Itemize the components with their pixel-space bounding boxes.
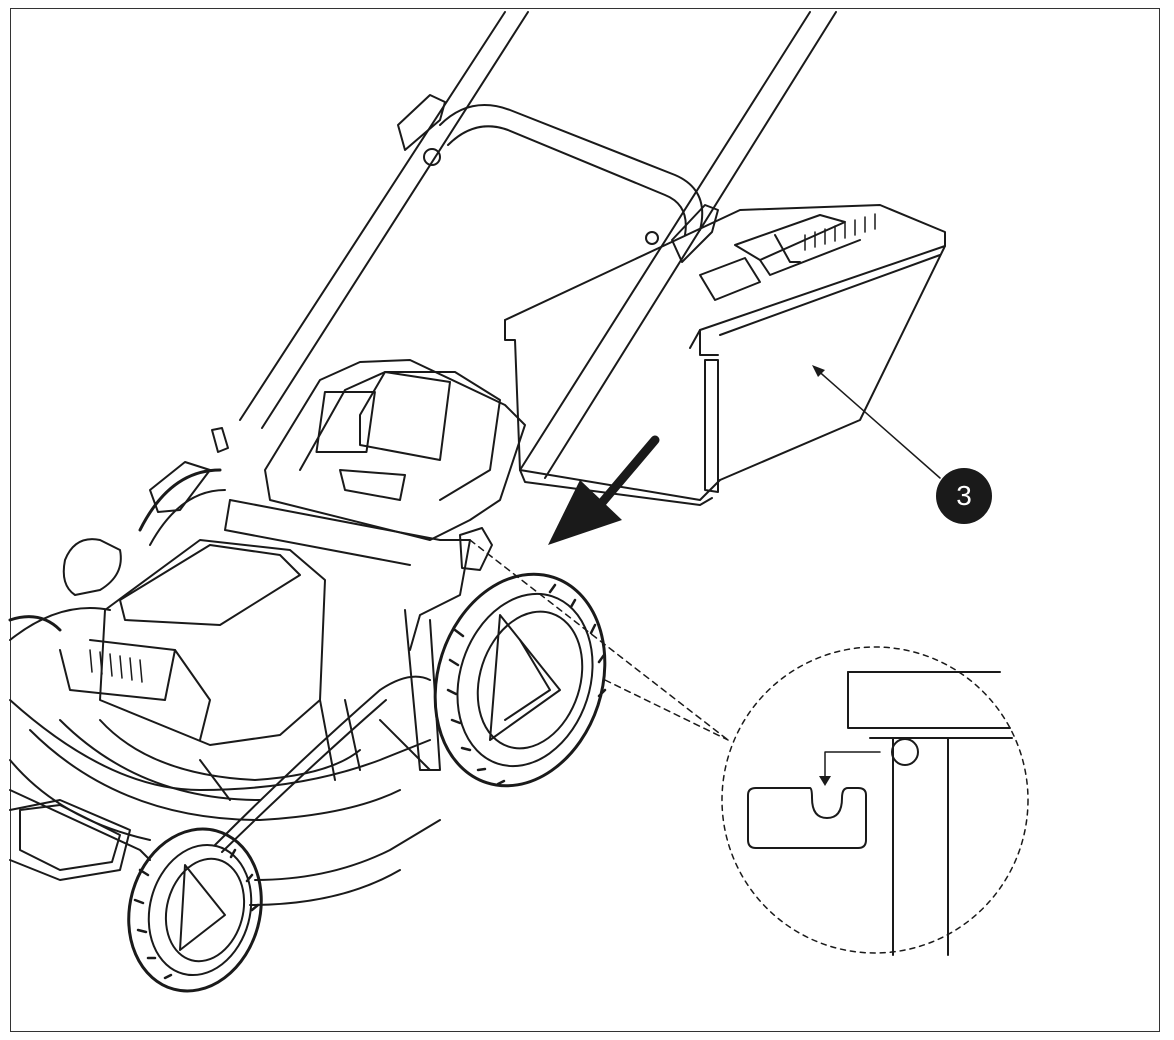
- left-wheel-icon: [140, 470, 220, 530]
- grass-catcher-icon: [505, 205, 945, 505]
- leader-line: [815, 368, 940, 478]
- detail-view-icon: [470, 540, 1028, 955]
- mower-body-icon: [10, 360, 525, 905]
- direction-arrow-icon: [548, 440, 655, 545]
- front-wheel-icon: [111, 814, 279, 1006]
- rear-wheel-icon: [409, 552, 632, 808]
- handle-bar-icon: [212, 12, 836, 478]
- callout-badge: 3: [936, 468, 992, 524]
- figure-frame: [10, 8, 1160, 1032]
